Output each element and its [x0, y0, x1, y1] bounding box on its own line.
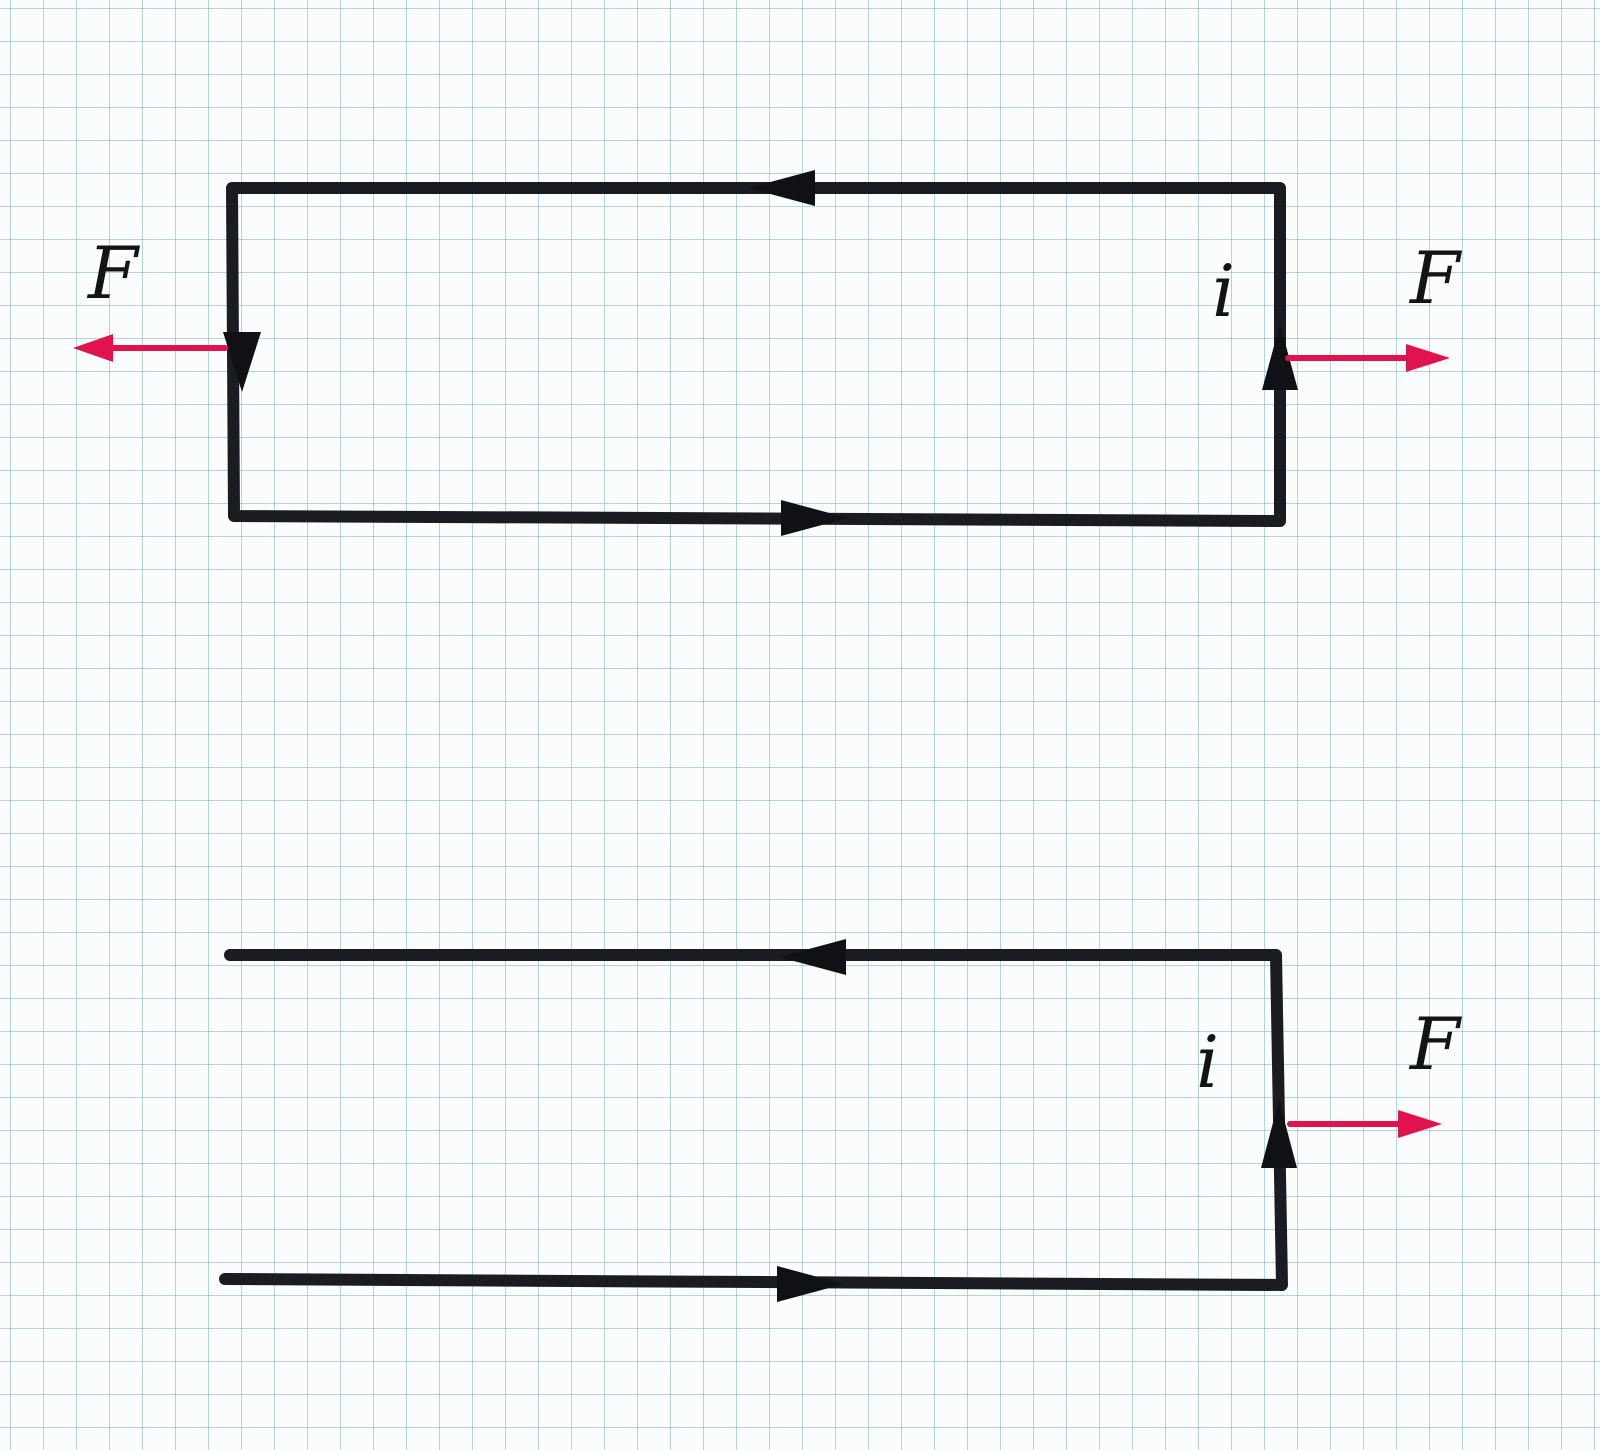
lower-top-current-arrow	[779, 939, 846, 975]
upper-loop-wire	[226, 182, 1286, 527]
lower-right-force-arrowhead	[1398, 1110, 1442, 1138]
upper-force-label-left: F	[86, 231, 141, 315]
lower-force-label-right: F	[1408, 1002, 1463, 1086]
upper-force-label-right: F	[1408, 236, 1463, 320]
lower-current-label: i	[1196, 1020, 1219, 1104]
lower-loop: F i	[219, 939, 1463, 1302]
upper-current-label: i	[1212, 249, 1235, 333]
upper-right-force-arrowhead	[1406, 344, 1450, 372]
upper-left-current-arrow	[223, 332, 261, 392]
upper-top-current-arrow	[748, 170, 815, 206]
upper-left-force-arrowhead	[73, 334, 113, 362]
upper-loop: F F i	[73, 170, 1463, 536]
upper-right-current-arrow	[1262, 324, 1298, 390]
lower-loop-wire	[219, 949, 1288, 1291]
upper-bottom-current-arrow	[781, 500, 848, 536]
lower-right-current-arrow	[1261, 1100, 1297, 1168]
lower-bottom-current-arrow	[777, 1266, 844, 1302]
